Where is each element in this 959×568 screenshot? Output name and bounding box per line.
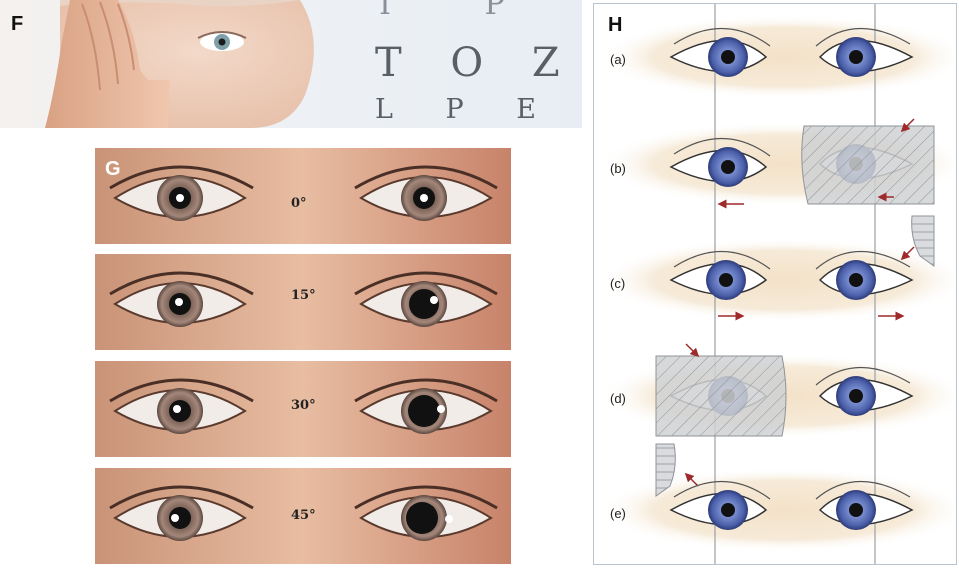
cover-test-illustration (599, 4, 956, 564)
panel-f-photo: T P T O Z L P E D F (0, 0, 582, 128)
angle-label-30: 30° (291, 398, 316, 413)
eye-cover-test-photo: T P (45, 0, 545, 128)
panel-h-letter: H (608, 14, 623, 36)
angle-row-0: 0° (95, 148, 511, 244)
panel-f-letter: F (11, 13, 24, 35)
row-label-a: (a) (610, 52, 626, 67)
eyes-photo-45 (95, 468, 511, 564)
eyes-photo-0 (95, 148, 511, 244)
angle-label-45: 45° (291, 508, 316, 523)
row-label-b: (b) (610, 161, 626, 176)
panel-g-hirschberg-photos: G (95, 148, 511, 564)
angle-row-15: 15° (95, 254, 511, 350)
angle-label-0: 0° (291, 196, 307, 211)
panel-h-cover-test-diagram: H (593, 3, 957, 565)
eyes-photo-30 (95, 361, 511, 457)
angle-row-45: 45° (95, 468, 511, 564)
eye-chart-row-2: L P E D (375, 94, 558, 128)
angle-row-30: 30° (95, 361, 511, 457)
eye-chart-row-1: T O Z (375, 40, 578, 86)
svg-text:T P: T P (375, 0, 545, 22)
angle-label-15: 15° (291, 288, 316, 303)
panel-g-letter: G (105, 158, 121, 180)
row-label-e: (e) (610, 506, 626, 521)
row-label-c: (c) (610, 276, 626, 291)
eyes-photo-15 (95, 254, 511, 350)
row-label-d: (d) (610, 391, 626, 406)
